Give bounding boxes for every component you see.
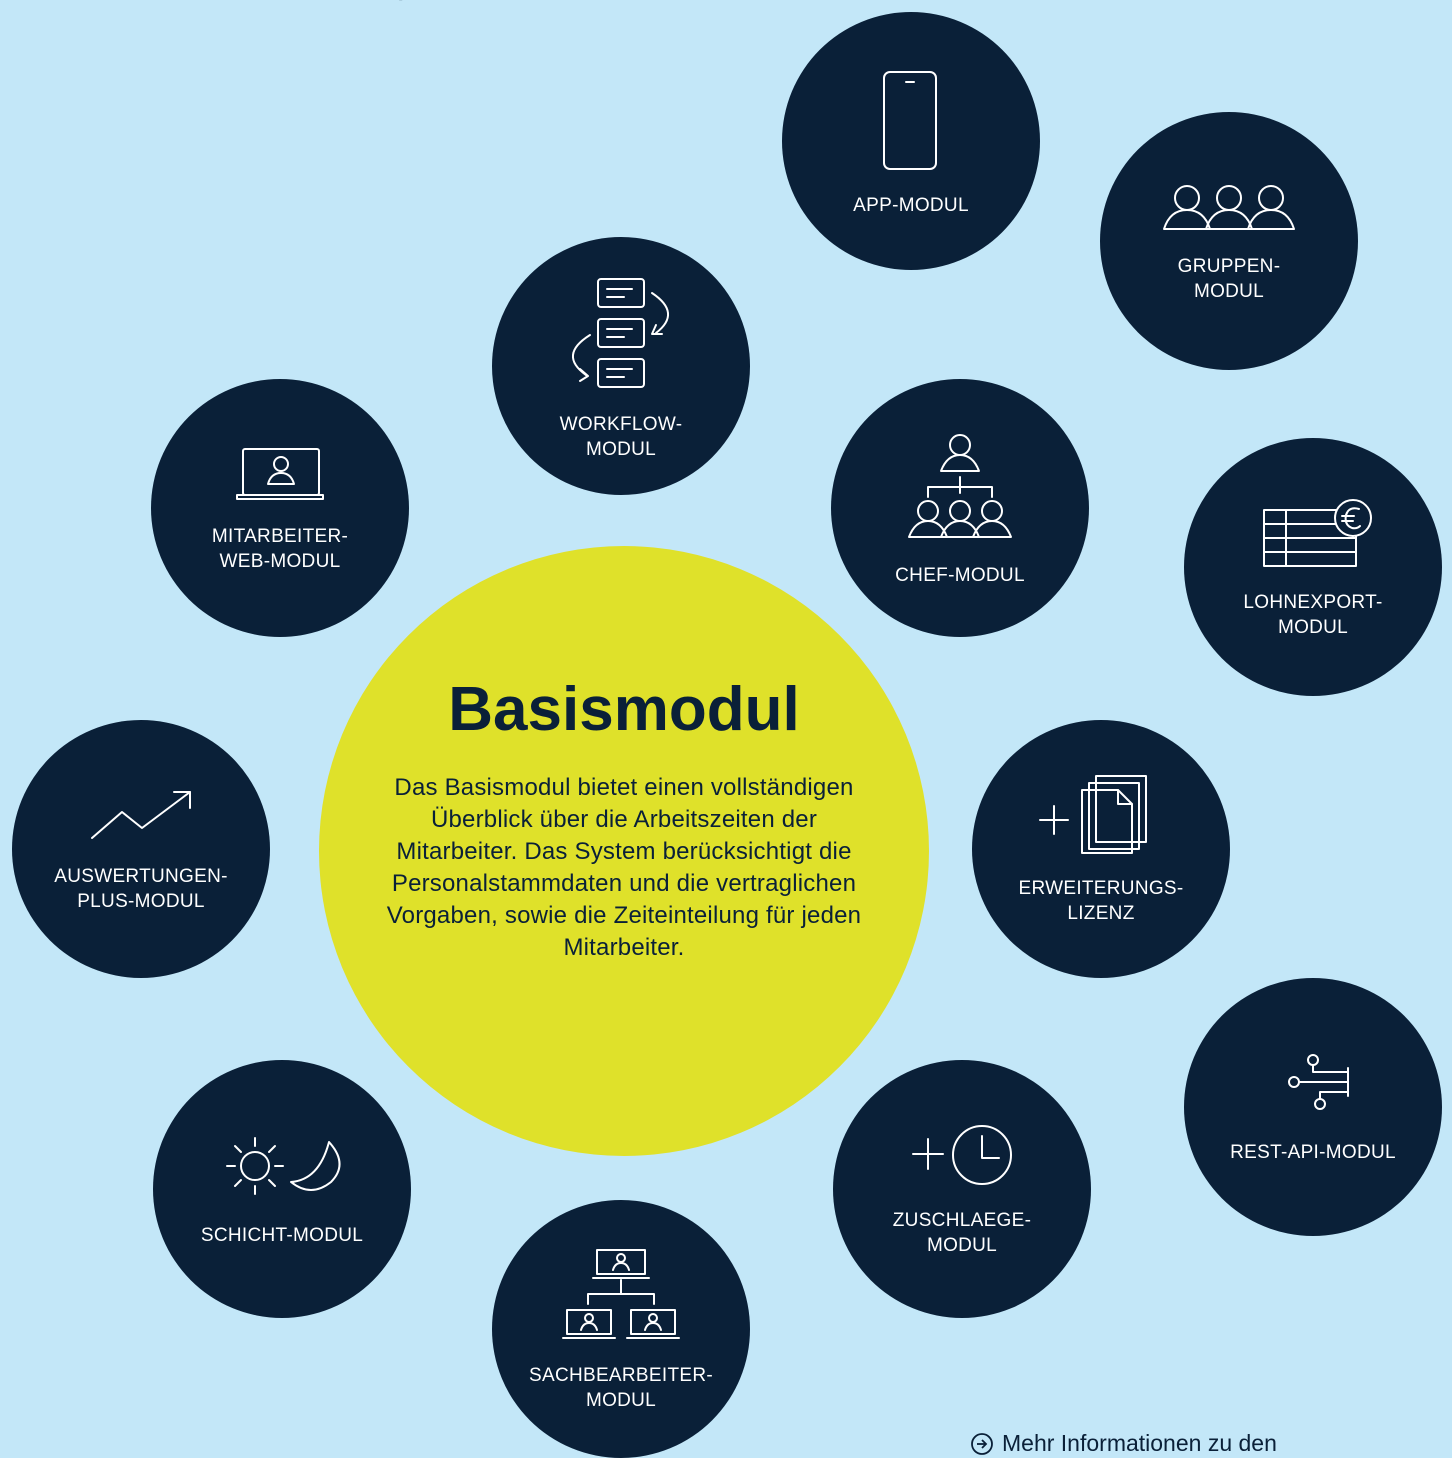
rest-api-modul[interactable]: REST-API-MODUL [1184,978,1442,1236]
api-connector-icon [1288,1054,1349,1110]
lohnexport-modul[interactable]: LOHNEXPORT- MODUL [1184,438,1442,696]
trend-up-icon [91,791,191,839]
schicht-modul[interactable]: SCHICHT-MODUL [153,1060,411,1318]
add-documents-icon [1039,775,1147,854]
sachbearbeiter-modul-label: SACHBEARBEITER- MODUL [529,1365,713,1411]
sachbearbeiter-modul[interactable]: SACHBEARBEITER- MODUL [492,1200,750,1458]
add-clock-icon [912,1125,1012,1185]
smartphone-icon [883,71,937,170]
laptop-user-icon [236,448,324,500]
zuschlaege-modul-label: ZUSCHLAEGE- MODUL [892,1210,1032,1256]
network-users-icon [562,1249,680,1339]
chef-modul[interactable]: CHEF-MODUL [831,379,1089,637]
chef-modul-label: CHEF-MODUL [895,565,1025,586]
sun-moon-icon [226,1137,341,1195]
mitarbeiter-web-modul[interactable]: MITARBEITER- WEB-MODUL [151,379,409,637]
basismodul-description: Das Basismodul bietet einen vollständige… [386,774,862,961]
workflow-icon [572,278,669,388]
spreadsheet-euro-icon [1263,499,1372,567]
schicht-modul-label: SCHICHT-MODUL [200,1225,364,1246]
basismodul-circle[interactable] [319,546,929,1156]
title-fragment [385,0,425,6]
app-modul[interactable]: APP-MODUL [782,12,1040,270]
org-chart-icon [908,434,1012,538]
rest-api-modul-label: REST-API-MODUL [1230,1142,1396,1163]
zuschlaege-modul[interactable]: ZUSCHLAEGE- MODUL [833,1060,1091,1318]
mitarbeiter-web-modul-label: MITARBEITER- WEB-MODUL [211,526,349,572]
gruppen-modul[interactable]: GRUPPEN- MODUL [1100,112,1358,370]
auswertungen-plus-modul[interactable]: AUSWERTUNGEN- PLUS-MODUL [12,720,270,978]
lohnexport-modul-label: LOHNEXPORT- MODUL [1243,592,1383,638]
more-info-link[interactable]: Mehr Informationen zu den [970,1430,1277,1457]
basismodul-title: Basismodul [448,675,800,744]
app-modul-label: APP-MODUL [853,195,969,216]
group-icon [1163,185,1295,230]
auswertungen-plus-modul-label: AUSWERTUNGEN- PLUS-MODUL [54,866,228,912]
workflow-modul[interactable]: WORKFLOW- MODUL [492,237,750,495]
erweiterungs-lizenz[interactable]: ERWEITERUNGS- LIZENZ [972,720,1230,978]
more-info-link-text: Mehr Informationen zu den [1002,1430,1277,1456]
gruppen-modul-label: GRUPPEN- MODUL [1177,256,1281,302]
erweiterungs-lizenz-label: ERWEITERUNGS- LIZENZ [1018,878,1184,924]
workflow-modul-label: WORKFLOW- MODUL [559,414,683,460]
